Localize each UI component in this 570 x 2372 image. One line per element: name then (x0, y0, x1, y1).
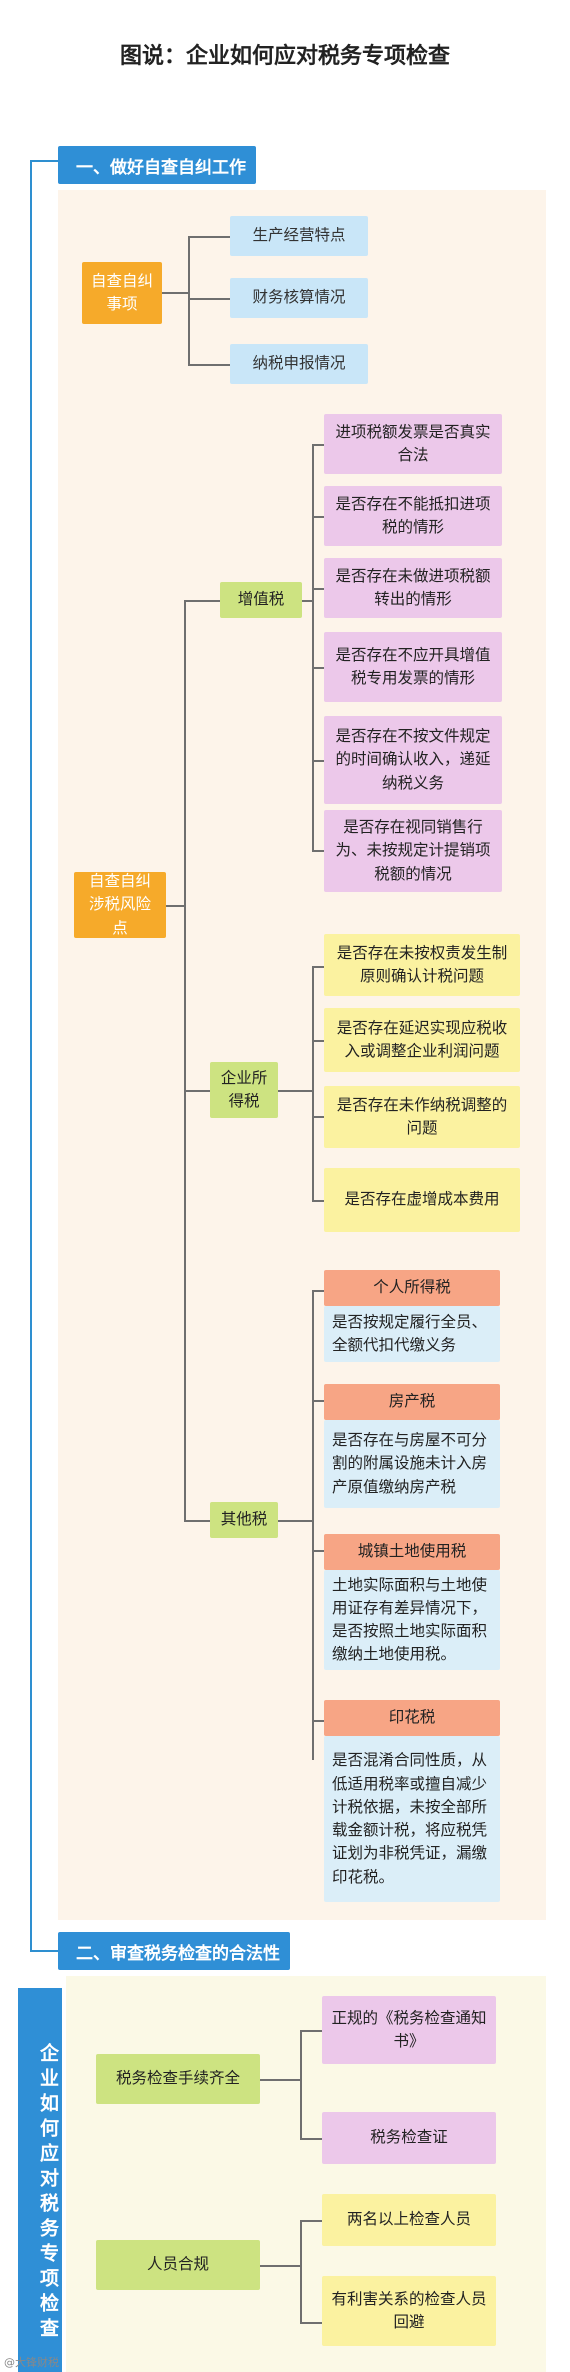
self-check-branch (188, 236, 190, 364)
vat-branch-5 (312, 760, 324, 762)
cit-branch-2 (312, 1040, 324, 1042)
vat-item-3: 是否存在未做进项税额转出的情形 (324, 558, 502, 618)
self-check-item-3: 纳税申报情况 (230, 344, 368, 384)
other-branch-2 (312, 1400, 324, 1402)
vat-item-5: 是否存在不按文件规定的时间确认收入，递延纳税义务 (324, 716, 502, 804)
cit-item-4: 是否存在虚增成本费用 (324, 1168, 520, 1232)
spine-top-connector (30, 160, 58, 162)
procedures-branch-2 (300, 2138, 322, 2140)
procedures-item-2: 税务检查证 (322, 2112, 496, 2164)
procedures-connector (260, 2079, 300, 2081)
section2-header-text: 二、审查税务检查的合法性 (76, 1943, 280, 1964)
other-item-2-desc: 是否存在与房屋不可分割的附属设施未计入房产原值缴纳房产税 (324, 1420, 500, 1508)
vat-item-1: 进项税额发票是否真实合法 (324, 414, 502, 474)
other-branch-1 (312, 1290, 324, 1292)
risk-branch-vat (184, 600, 220, 602)
cit-item-2: 是否存在延迟实现应税收入或调整企业利润问题 (324, 1008, 520, 1072)
self-check-item-2: 财务核算情况 (230, 278, 368, 318)
cit-item-3: 是否存在未作纳税调整的问题 (324, 1086, 520, 1148)
vat-connector (302, 600, 312, 602)
vat-branch-1 (312, 444, 324, 446)
cit-item-1: 是否存在未按权责发生制原则确认计税问题 (324, 934, 520, 996)
cit-connector (278, 1090, 312, 1092)
vertical-banner: 企业如何应对税务专项检查 (18, 1988, 62, 2372)
personnel-branch-2 (300, 2322, 322, 2324)
procedures-node: 税务检查手续齐全 (96, 2054, 260, 2104)
other-item-1-name: 个人所得税 (324, 1270, 500, 1306)
cit-branch-1 (312, 966, 324, 968)
spine-section2-connector (30, 1950, 58, 1952)
other-item-3-name: 城镇土地使用税 (324, 1534, 500, 1570)
section1-header: 一、做好自查自纠工作 (58, 146, 256, 184)
vat-branch-6 (312, 850, 324, 852)
vat-branch-3 (312, 588, 324, 590)
vat-item-4: 是否存在不应开具增值税专用发票的情形 (324, 632, 502, 702)
personnel-branch-1 (300, 2220, 322, 2222)
personnel-item-2: 有利害关系的检查人员回避 (322, 2276, 496, 2346)
personnel-item-1: 两名以上检查人员 (322, 2194, 496, 2246)
self-check-branch-1 (188, 236, 230, 238)
personnel-node: 人员合规 (96, 2240, 260, 2290)
vat-branch-2 (312, 516, 324, 518)
cit-branch (312, 966, 314, 1200)
other-item-2-name: 房产税 (324, 1384, 500, 1420)
other-branch-4 (312, 1720, 324, 1722)
vat-node: 增值税 (220, 582, 302, 618)
main-spine (30, 160, 32, 1950)
other-item-4-desc: 是否混淆合同性质，从低适用税率或擅自减少计税依据，未按全部所载金额计税，将应税凭… (324, 1736, 500, 1902)
self-check-items-node: 自查自纠事项 (82, 262, 162, 324)
cit-branch-4 (312, 1200, 324, 1202)
risk-branch-cit (184, 1090, 210, 1092)
self-check-item-1: 生产经营特点 (230, 216, 368, 256)
personnel-branch (300, 2220, 302, 2322)
other-tax-node: 其他税 (210, 1502, 278, 1538)
section1-header-text: 一、做好自查自纠工作 (76, 157, 246, 178)
vat-branch (312, 444, 314, 850)
risk-points-node: 自查自纠涉税风险点 (74, 872, 166, 938)
other-branch-3 (312, 1550, 324, 1552)
risk-branch (184, 600, 186, 1520)
vat-branch-4 (312, 667, 324, 669)
personnel-connector (260, 2265, 300, 2267)
procedures-item-1: 正规的《税务检查通知书》 (322, 1996, 496, 2064)
other-item-4-name: 印花税 (324, 1700, 500, 1736)
self-check-connector (162, 292, 188, 294)
cit-branch-3 (312, 1116, 324, 1118)
other-connector (278, 1520, 312, 1522)
section2-header: 二、审查税务检查的合法性 (58, 1932, 290, 1970)
self-check-branch-2 (188, 298, 230, 300)
procedures-branch (300, 2030, 302, 2138)
page-title: 图说：企业如何应对税务专项检查 (119, 44, 450, 69)
self-check-branch-3 (188, 364, 230, 366)
vat-item-6: 是否存在视同销售行为、未按规定计提销项税额的情况 (324, 810, 502, 892)
other-item-3-desc: 土地实际面积与土地使用证存有差异情况下，是否按照土地实际面积缴纳土地使用税。 (324, 1570, 500, 1670)
other-item-1-desc: 是否按规定履行全员、全额代扣代缴义务 (324, 1306, 500, 1362)
other-branch (312, 1290, 314, 1760)
watermark: @大锋财税 (4, 2356, 59, 2369)
cit-node: 企业所得税 (210, 1062, 278, 1118)
procedures-branch-1 (300, 2030, 322, 2032)
risk-branch-other (184, 1520, 210, 1522)
risk-connector (166, 905, 184, 907)
vat-item-2: 是否存在不能抵扣进项税的情形 (324, 486, 502, 546)
